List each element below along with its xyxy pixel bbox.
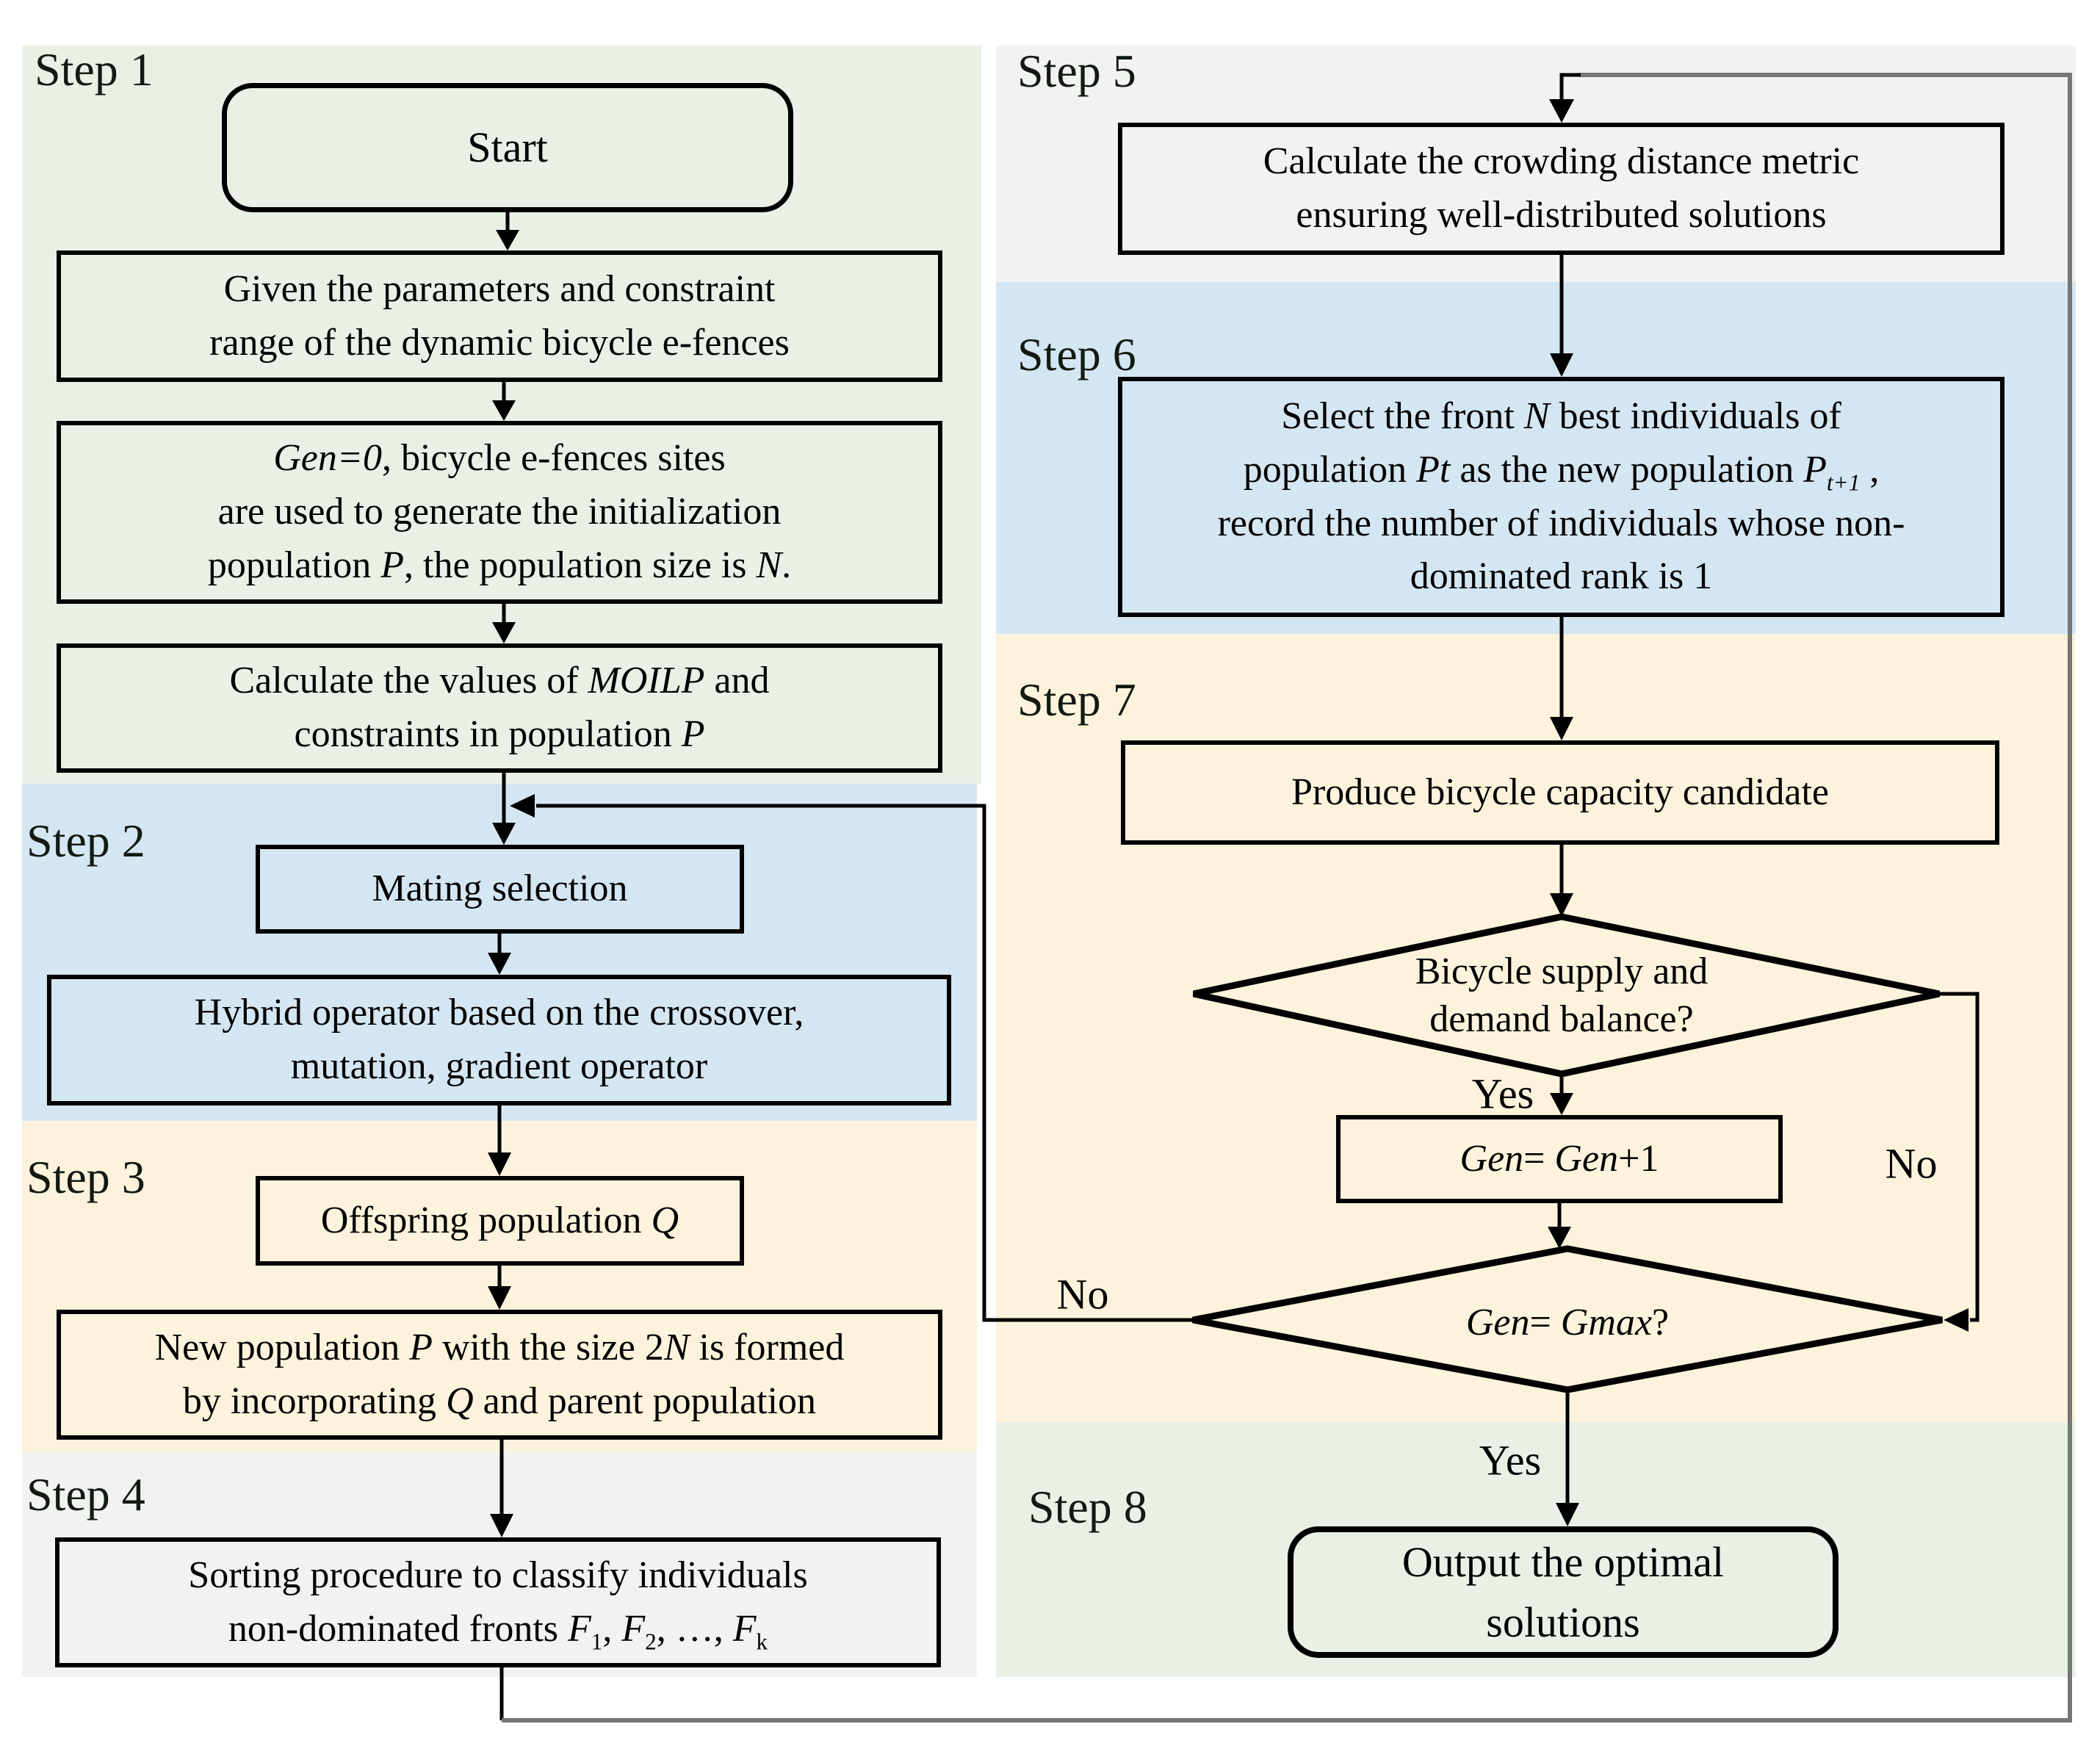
hybrid-line1: Hybrid operator based on the crossover, — [194, 992, 804, 1034]
moilp-line2: constraints in population P — [294, 713, 705, 755]
produce-label: Produce bicycle capacity candidate — [1291, 771, 1829, 813]
init-population-node: Gen=0, bicycle e-fences sites are used t… — [57, 421, 942, 604]
arrowhead-select — [1550, 353, 1573, 377]
gmax-diamond-text: Gen= Gmax? — [1274, 1282, 1861, 1363]
init-line3: population P, the population size is N. — [207, 544, 792, 586]
newpop-line1: New population P with the size 2N is for… — [154, 1326, 845, 1368]
sorting-node: Sorting procedure to classify individual… — [55, 1537, 941, 1667]
select-line4: dominated rank is 1 — [1410, 555, 1713, 598]
step-2-label: Step 2 — [26, 815, 145, 867]
new-population-node: New population P with the size 2N is for… — [57, 1310, 942, 1440]
arrowhead-params — [496, 230, 519, 250]
arrowhead-moilp — [492, 622, 516, 643]
crowding-node: Calculate the crowding distance metric e… — [1118, 123, 2005, 255]
step-3-label: Step 3 — [26, 1151, 145, 1203]
output-node: Output the optimal solutions — [1288, 1526, 1839, 1658]
balance-line1: Bicycle supply and — [1415, 950, 1708, 992]
arrowhead-offspring — [488, 1152, 511, 1176]
mating-selection-node: Mating selection — [256, 845, 744, 934]
produce-candidate-node: Produce bicycle capacity candidate — [1121, 740, 1999, 845]
offspring-node: Offspring population Q — [256, 1176, 744, 1266]
step-8-label: Step 8 — [1028, 1481, 1147, 1533]
select-front-node: Select the front N best individuals of p… — [1118, 377, 2005, 617]
arrowhead-gmax-top — [1548, 1227, 1571, 1249]
init-line2: are used to generate the initialization — [217, 491, 782, 533]
arrowhead-hybrid — [488, 953, 511, 975]
balance-line2: demand balance? — [1429, 998, 1694, 1040]
step-5-label: Step 5 — [1017, 45, 1136, 97]
region-step5 — [996, 46, 2076, 282]
params-node: Given the parameters and constraint rang… — [57, 250, 942, 382]
balance-yes-label: Yes — [1471, 1069, 1534, 1118]
step-6-label: Step 6 — [1017, 328, 1136, 380]
moilp-line1: Calculate the values of MOILP and — [229, 660, 770, 702]
gen-increment-node: Gen= Gen+1 — [1336, 1115, 1783, 1203]
edge-loop-into-step5 — [1559, 73, 1581, 101]
region-step6 — [996, 282, 2076, 634]
gmax-no-label: No — [1056, 1270, 1109, 1318]
arrowhead-balance — [1550, 893, 1573, 917]
params-line1: Given the parameters and constraint — [223, 267, 776, 310]
arrowhead-loopback — [510, 794, 535, 818]
newpop-line2: by incorporating Q and parent population — [182, 1379, 817, 1422]
step-4-label: Step 4 — [26, 1468, 145, 1520]
arrowhead-produce — [1550, 717, 1573, 740]
select-line3: record the number of individuals whose n… — [1217, 502, 1905, 544]
moilp-node: Calculate the values of MOILP and constr… — [57, 643, 942, 773]
select-line1: Select the front N best individuals of — [1281, 394, 1841, 437]
params-line2: range of the dynamic bicycle e-fences — [209, 321, 790, 364]
crowding-line2: ensuring well-distributed solutions — [1296, 194, 1827, 236]
select-line2: population Pt as the new population Pt+1… — [1243, 448, 1880, 496]
arrowhead-into-step5 — [1549, 99, 1574, 123]
region-step4 — [22, 1452, 977, 1677]
arrowhead-output — [1556, 1503, 1579, 1526]
loop-sorting-to-step5 — [502, 73, 2072, 1722]
edge-balance-no — [1939, 992, 1980, 1322]
arrowhead-sorting — [490, 1514, 513, 1537]
step-7-label: Step 7 — [1017, 674, 1136, 726]
hybrid-line2: mutation, gradient operator — [290, 1045, 708, 1087]
offspring-line1: Offspring population Q — [320, 1199, 679, 1241]
arrowhead-newpop — [488, 1286, 511, 1310]
arrowhead-gmax-right — [1944, 1308, 1969, 1332]
region-step8 — [996, 1422, 2076, 1677]
step-1-label: Step 1 — [35, 43, 154, 95]
start-node: Start — [222, 83, 793, 212]
loop-gmax-no-to-mating — [536, 804, 1193, 1322]
start-label: Start — [467, 123, 548, 172]
gmax-label: Gen= Gmax? — [1465, 1301, 1670, 1343]
init-line1: Gen=0, bicycle e-fences sites — [273, 437, 726, 480]
sorting-line2: non-dominated fronts F1, F2, …, Fk — [228, 1607, 768, 1654]
sorting-line1: Sorting procedure to classify individual… — [188, 1554, 808, 1596]
gmax-yes-label: Yes — [1479, 1436, 1542, 1485]
output-line1: Output the optimal — [1401, 1538, 1725, 1587]
gen-increment-label: Gen= Gen+1 — [1459, 1137, 1659, 1180]
arrowhead-geninc — [1550, 1093, 1573, 1115]
mating-label: Mating selection — [372, 867, 628, 910]
balance-diamond-text: Bicycle supply and demand balance? — [1268, 942, 1855, 1049]
balance-no-label: No — [1885, 1139, 1938, 1188]
hybrid-operator-node: Hybrid operator based on the crossover, … — [47, 975, 951, 1105]
output-line2: solutions — [1486, 1598, 1640, 1646]
arrowhead-init — [492, 400, 516, 421]
arrowhead-mating — [492, 823, 516, 845]
crowding-line1: Calculate the crowding distance metric — [1263, 140, 1860, 183]
